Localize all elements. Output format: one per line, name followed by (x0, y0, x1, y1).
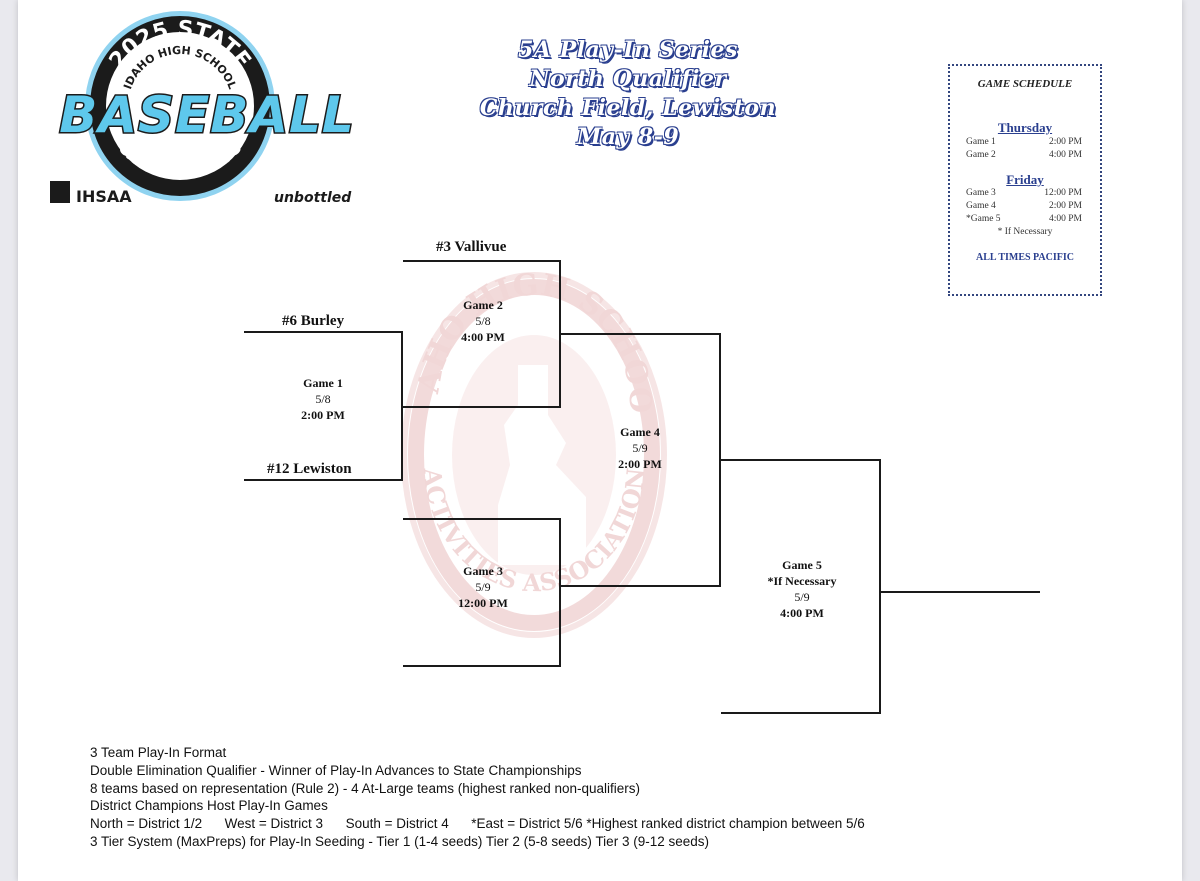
game-name: Game 2 (463, 298, 503, 312)
game-time: 2:00 PM (618, 457, 662, 471)
schedule-row: Game 4 2:00 PM (966, 201, 1082, 213)
bracket-line (559, 260, 561, 408)
team-seed-12: #12 Lewiston (267, 461, 352, 477)
team-seed-3: #3 Vallivue (436, 239, 507, 255)
title-line-4: May 8-9 (576, 124, 680, 150)
schedule-game: Game 4 (966, 201, 996, 211)
bracket-sheet: 2025 STATE IDAHO HIGH SCHOOL BASEBALL CH… (18, 0, 1182, 881)
schedule-row: *Game 5 4:00 PM (966, 214, 1082, 226)
schedule-time: 2:00 PM (1049, 137, 1082, 147)
game-name: Game 4 (620, 425, 660, 439)
game-date: 5/8 (475, 314, 491, 328)
baseball-championships-logo: 2025 STATE IDAHO HIGH SCHOOL BASEBALL CH… (50, 11, 355, 206)
note-line: 3 Tier System (MaxPreps) for Play-In See… (90, 833, 709, 849)
bracket-line (559, 518, 561, 667)
bracket-line (244, 479, 403, 481)
logo-sponsor: unbottled (274, 190, 352, 206)
schedule-game: Game 3 (966, 188, 996, 198)
idaho-state-shape-icon (498, 365, 586, 565)
title-line-1: 5A Play-In Series (518, 37, 738, 63)
game-date: 5/9 (794, 590, 810, 604)
bracket-line (403, 665, 561, 667)
bracket-line (403, 260, 561, 262)
game-time: 4:00 PM (461, 330, 505, 344)
schedule-time: 4:00 PM (1049, 150, 1082, 160)
game-name: Game 3 (463, 564, 503, 578)
note-line: Double Elimination Qualifier - Winner of… (90, 762, 582, 778)
logo-sport: BASEBALL (59, 86, 355, 144)
schedule-heading: GAME SCHEDULE (977, 78, 1073, 90)
game-time: 2:00 PM (301, 408, 345, 422)
game-4-label: Game 4 5/9 2:00 PM (580, 424, 700, 472)
schedule-note: * If Necessary (997, 227, 1053, 237)
game-5-label: Game 5 *If Necessary 5/9 4:00 PM (732, 557, 872, 621)
schedule-day-thursday: Thursday (997, 120, 1053, 135)
game-date: 5/9 (475, 580, 491, 594)
schedule-game: Game 1 (966, 137, 996, 147)
ihsaa-watermark: IDAHO HIGH SCHOOL ACTIVITIES ASSOCIATION (398, 265, 667, 638)
bracket-line (561, 585, 721, 587)
game-note: *If Necessary (767, 574, 837, 588)
game-1-label: Game 1 5/8 2:00 PM (263, 375, 383, 423)
note-line: 8 teams based on representation (Rule 2)… (90, 780, 641, 796)
schedule-row: Game 3 12:00 PM (966, 188, 1082, 200)
bracket-line (403, 518, 561, 520)
bracket-line (401, 331, 403, 481)
format-notes: 3 Team Play-In Format Double Elimination… (90, 744, 865, 851)
game-time: 12:00 PM (458, 596, 508, 610)
title-line-3: Church Field, Lewiston (479, 95, 777, 121)
bracket-line (881, 591, 1040, 593)
schedule-day-friday: Friday (1006, 172, 1044, 187)
game-time: 4:00 PM (780, 606, 824, 620)
game-3-label: Game 3 5/9 12:00 PM (423, 563, 543, 611)
bracket-line (879, 459, 881, 714)
game-schedule-box: GAME SCHEDULE Thursday Game 1 2:00 PM Ga… (948, 64, 1102, 296)
note-line: District Champions Host Play-In Games (90, 798, 328, 814)
bracket-line (719, 333, 721, 587)
game-date: 5/9 (632, 441, 648, 455)
note-line: 3 Team Play-In Format (90, 745, 227, 760)
schedule-row: Game 1 2:00 PM (966, 137, 1082, 149)
bracket-line (721, 459, 881, 461)
schedule-footer: ALL TIMES PACIFIC (976, 252, 1074, 263)
idaho-state-icon (50, 181, 70, 203)
bracket-line (561, 333, 721, 335)
bracket-line (244, 331, 403, 333)
schedule-game: Game 2 (966, 150, 996, 160)
game-name: Game 5 (782, 558, 822, 572)
schedule-time: 12:00 PM (1044, 188, 1082, 198)
bracket-line (401, 406, 561, 408)
game-date: 5/8 (315, 392, 331, 406)
bracket-line (721, 712, 881, 714)
game-2-label: Game 2 5/8 4:00 PM (423, 297, 543, 345)
logo-ihsaa: IHSAA (76, 187, 132, 206)
schedule-time: 4:00 PM (1049, 214, 1082, 224)
schedule-game: *Game 5 (966, 214, 1001, 224)
schedule-time: 2:00 PM (1049, 201, 1082, 211)
event-title: 5A Play-In Series North Qualifier Church… (428, 36, 828, 152)
schedule-row: Game 2 4:00 PM (966, 150, 1082, 162)
game-name: Game 1 (303, 376, 343, 390)
title-line-2: North Qualifier (529, 66, 727, 92)
team-seed-6: #6 Burley (282, 313, 345, 329)
note-line: North = District 1/2 West = District 3 S… (90, 816, 865, 832)
